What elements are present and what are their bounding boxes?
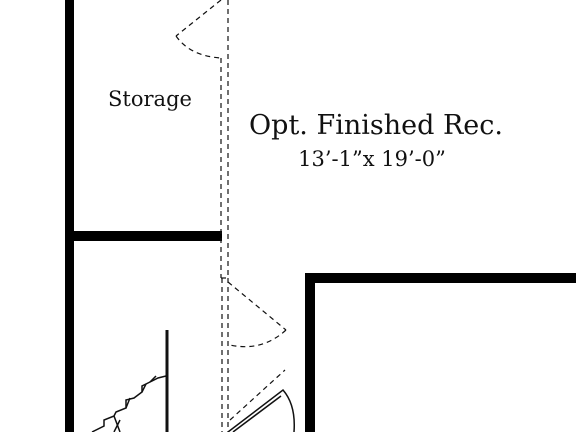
stair xyxy=(91,330,169,432)
dashed-partitions xyxy=(220,0,229,432)
swing-door-arc xyxy=(227,388,296,432)
stair-steps-outline xyxy=(91,375,167,432)
interior-wall-horizontal xyxy=(305,273,576,283)
interior-wall-vertical xyxy=(305,273,315,432)
left-exterior-wall xyxy=(65,0,74,432)
storage-room-label: Storage xyxy=(108,87,192,111)
corridor-door-2-leaf xyxy=(229,369,286,421)
door-swings xyxy=(175,0,296,432)
corridor-door-1-leaf xyxy=(227,281,287,331)
rec-room-label: Opt. Finished Rec. xyxy=(249,110,503,141)
walls xyxy=(65,0,576,432)
swing-door-leaf-inner xyxy=(232,395,282,432)
stair-step-ticks xyxy=(113,375,157,432)
storage-bottom-wall xyxy=(65,231,222,241)
storage-door-arc xyxy=(175,35,222,59)
storage-door-leaf xyxy=(175,0,222,37)
rec-room-dimensions: 13’-1”x 19’-0” xyxy=(298,147,446,171)
corridor-door-1-arc xyxy=(229,329,287,348)
